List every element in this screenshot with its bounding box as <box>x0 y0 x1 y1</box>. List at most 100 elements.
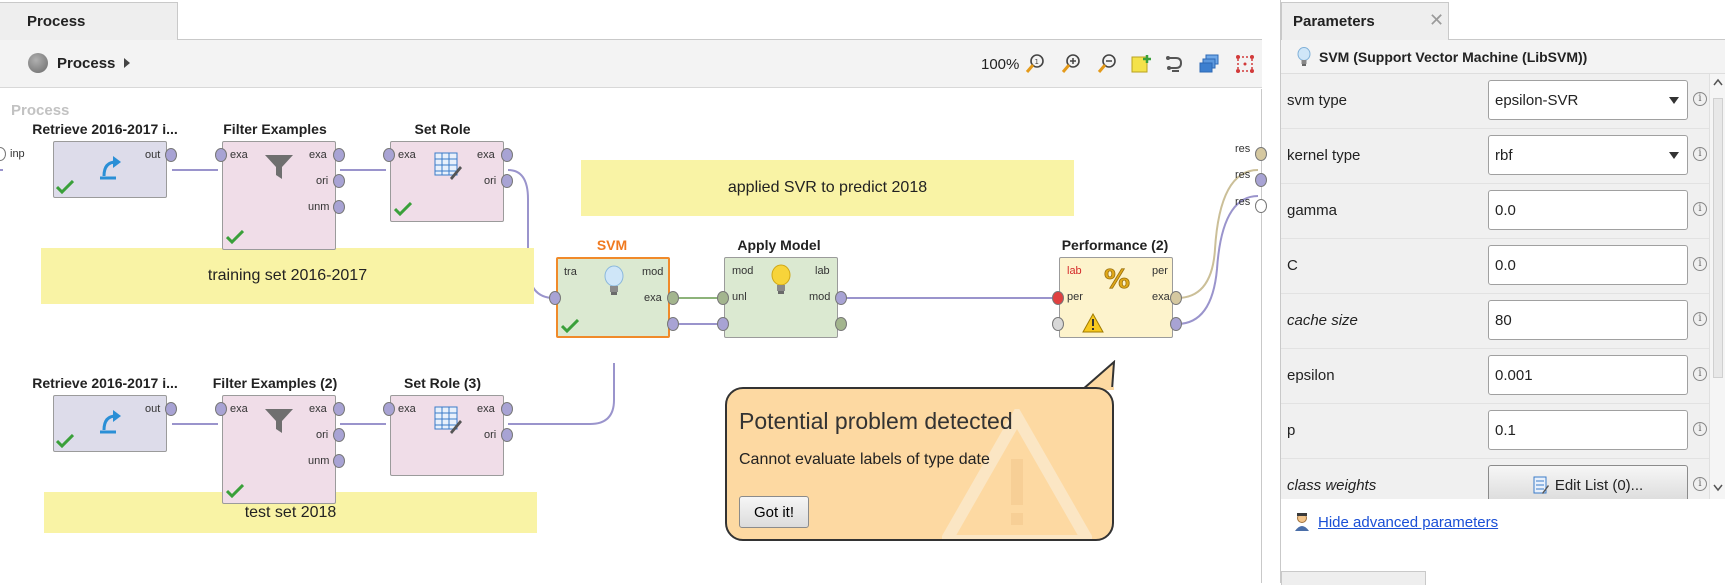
param-row-epsilon: epsilon 0.001 i <box>1281 349 1709 404</box>
operator-title-filter-2: Filter Examples (2) <box>212 375 338 391</box>
info-icon[interactable]: i <box>1693 202 1707 216</box>
success-check-icon <box>226 484 244 498</box>
port-setrole-1-exa[interactable] <box>501 148 513 162</box>
port-apply-mod-out[interactable] <box>835 317 847 331</box>
hide-advanced-parameters-link[interactable]: Hide advanced parameters <box>1318 514 1499 531</box>
port-label: exa <box>230 149 248 161</box>
note-training-set[interactable]: training set 2016-2017 <box>41 248 534 304</box>
port-setrole-1-ori[interactable] <box>501 174 513 188</box>
zoom-out-icon[interactable] <box>1096 53 1118 75</box>
svm-type-select[interactable]: epsilon-SVR <box>1488 80 1688 120</box>
gamma-input[interactable]: 0.0 <box>1488 190 1688 230</box>
port-setrole-3-ori[interactable] <box>501 428 513 442</box>
scroll-up-icon[interactable] <box>1713 78 1723 86</box>
success-check-icon <box>561 319 579 333</box>
port-performance-per-in[interactable] <box>1052 317 1064 331</box>
process-tab[interactable]: Process <box>0 2 178 41</box>
port-label: mod <box>642 266 664 278</box>
connection-wires <box>0 169 1259 425</box>
breadcrumb[interactable]: Process <box>28 53 131 73</box>
operator-filter-examples-2[interactable]: exa exa ori unm <box>222 395 336 504</box>
zoom-reset-icon[interactable]: 1 <box>1024 53 1046 75</box>
port-filter-2-ori[interactable] <box>333 428 345 442</box>
port-label: exa <box>477 403 495 415</box>
lightbulb-icon <box>1297 47 1311 66</box>
c-input[interactable]: 0.0 <box>1488 245 1688 285</box>
info-icon[interactable]: i <box>1693 147 1707 161</box>
operator-apply-model[interactable]: mod unl lab mod <box>724 257 838 338</box>
port-performance-exa[interactable] <box>1170 317 1182 331</box>
scrollbar-thumb[interactable] <box>1713 98 1723 378</box>
fit-to-window-icon[interactable] <box>1234 53 1256 75</box>
port-apply-lab[interactable] <box>835 291 847 305</box>
port-retrieve-2-out[interactable] <box>165 402 177 416</box>
result-port-1[interactable] <box>1255 147 1267 161</box>
operator-title-performance: Performance (2) <box>1061 237 1169 253</box>
cache-size-input[interactable]: 80 <box>1488 300 1688 340</box>
operator-set-role-3[interactable]: exa exa ori <box>390 395 504 476</box>
p-input[interactable]: 0.1 <box>1488 410 1688 450</box>
operator-performance-2[interactable]: lab per per exa % <box>1059 257 1173 338</box>
tooltip-message: Cannot evaluate labels of type date <box>739 451 990 468</box>
tooltip-watermark-warning-icon <box>942 409 1092 539</box>
note-applied-svr[interactable]: applied SVR to predict 2018 <box>581 160 1074 216</box>
epsilon-input[interactable]: 0.001 <box>1488 355 1688 395</box>
result-port-3[interactable] <box>1255 199 1267 213</box>
info-icon[interactable]: i <box>1693 422 1707 436</box>
port-filter-1-unm[interactable] <box>333 200 345 214</box>
operator-svm[interactable]: tra mod exa <box>556 257 670 338</box>
close-icon[interactable]: ✕ <box>1429 10 1445 30</box>
param-label: gamma <box>1287 202 1338 219</box>
info-icon[interactable]: i <box>1693 92 1707 106</box>
bottom-panel-tab[interactable] <box>1281 571 1426 585</box>
info-icon[interactable]: i <box>1693 367 1707 381</box>
warning-icon[interactable] <box>1082 313 1104 333</box>
port-setrole-1-in[interactable] <box>383 148 395 162</box>
got-it-button[interactable]: Got it! <box>739 496 809 528</box>
port-filter-2-in[interactable] <box>215 402 227 416</box>
arrange-operators-icon[interactable] <box>1198 53 1220 75</box>
zoom-in-icon[interactable] <box>1060 53 1082 75</box>
auto-wire-icon[interactable] <box>1164 53 1186 75</box>
operator-filter-examples-1[interactable]: exa exa ori unm <box>222 141 336 250</box>
port-label: mod <box>732 265 754 277</box>
set-role-table-icon <box>434 406 462 434</box>
port-apply-mod-in[interactable] <box>717 291 729 305</box>
port-svm-exa[interactable] <box>667 317 679 331</box>
note-text: applied SVR to predict 2018 <box>727 179 928 196</box>
port-svm-mod[interactable] <box>667 291 679 305</box>
port-filter-2-exa[interactable] <box>333 402 345 416</box>
result-port-2[interactable] <box>1255 173 1267 187</box>
info-icon[interactable]: i <box>1693 312 1707 326</box>
info-icon[interactable]: i <box>1693 477 1707 491</box>
port-retrieve-1-out[interactable] <box>165 148 177 162</box>
parameters-scrollbar[interactable] <box>1709 74 1725 499</box>
port-label: exa <box>230 403 248 415</box>
param-label: p <box>1287 422 1296 439</box>
add-note-icon[interactable] <box>1130 53 1152 75</box>
port-setrole-3-exa[interactable] <box>501 402 513 416</box>
port-filter-2-unm[interactable] <box>333 454 345 468</box>
success-check-icon <box>56 434 74 448</box>
lightbulb-lit-icon <box>771 264 791 294</box>
port-filter-1-in[interactable] <box>215 148 227 162</box>
operator-retrieve-1[interactable]: out <box>53 141 167 198</box>
port-performance-per-out[interactable] <box>1170 291 1182 305</box>
port-performance-lab[interactable] <box>1052 291 1064 305</box>
parameters-tab[interactable]: Parameters <box>1281 2 1449 40</box>
port-filter-1-ori[interactable] <box>333 174 345 188</box>
scroll-down-icon[interactable] <box>1713 484 1723 492</box>
edit-list-button[interactable]: Edit List (0)... <box>1488 465 1688 499</box>
operator-set-role-1[interactable]: exa exa ori <box>390 141 504 222</box>
port-svm-tra[interactable] <box>549 291 561 305</box>
port-setrole-3-in[interactable] <box>383 402 395 416</box>
port-apply-unl[interactable] <box>717 317 729 331</box>
kernel-type-select[interactable]: rbf <box>1488 135 1688 175</box>
info-icon[interactable]: i <box>1693 257 1707 271</box>
process-toolbar: Process 100% 1 <box>0 40 1262 88</box>
operator-retrieve-2[interactable]: out <box>53 395 167 452</box>
parameters-tab-label: Parameters <box>1293 13 1375 30</box>
process-globe-icon <box>28 53 48 73</box>
set-role-table-icon <box>434 152 462 180</box>
port-filter-1-exa[interactable] <box>333 148 345 162</box>
